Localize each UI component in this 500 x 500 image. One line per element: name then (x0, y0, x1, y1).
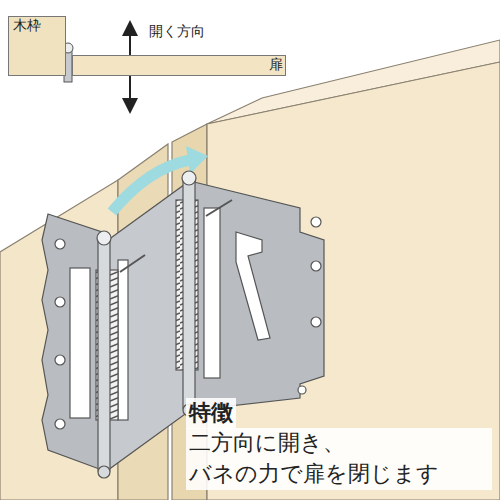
feature-heading: 特徴 (186, 398, 236, 429)
frame-box: 木枠 (8, 16, 66, 76)
node-text: 扉 (75, 56, 283, 74)
direction-label: 開く方向 (146, 22, 208, 42)
frame-face (0, 180, 118, 500)
node-text: 木枠 (13, 17, 61, 35)
door-band: 扉 (72, 55, 286, 76)
feature-text: 二方向に開き、 バネの力で扉を閉じます (186, 428, 492, 490)
swing-arrowhead (186, 146, 208, 174)
